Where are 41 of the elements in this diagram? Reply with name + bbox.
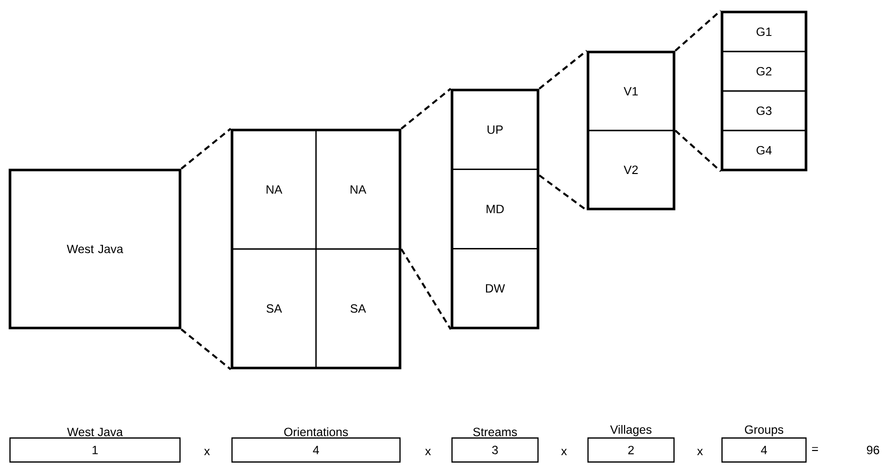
- container-box: [230, 128, 402, 370]
- operator: x: [561, 448, 567, 456]
- cell: G2: [721, 50, 807, 92]
- zoom-line: [538, 174, 588, 212]
- zoom-line: [180, 128, 232, 170]
- cell: SA: [231, 248, 317, 369]
- box-heading: West Java: [67, 428, 123, 436]
- cell: G3: [721, 90, 807, 132]
- box-heading: Groups: [744, 425, 784, 436]
- region-box: West Java: [8, 168, 182, 330]
- operator: x: [204, 448, 210, 456]
- container-box: [450, 88, 540, 330]
- cell: G4: [721, 130, 807, 171]
- box-heading: Streams: [473, 428, 517, 436]
- count-box: 1: [9, 437, 181, 463]
- count-box: 4: [721, 437, 807, 463]
- cell: G1: [721, 11, 807, 52]
- cell: SA: [315, 248, 401, 369]
- cell: MD: [451, 168, 539, 250]
- box-heading: Villages: [610, 425, 652, 436]
- cell: V2: [587, 130, 675, 210]
- operator: x: [697, 448, 703, 456]
- zoom-line: [400, 248, 452, 330]
- container-box: [586, 50, 676, 210]
- cell: DW: [451, 248, 539, 329]
- count-box: 2: [587, 437, 675, 463]
- operator: x: [425, 448, 431, 456]
- cell: NA: [231, 129, 317, 250]
- zoom-line: [674, 10, 722, 52]
- zoom-line: [400, 88, 452, 130]
- box-heading: Orientations: [284, 427, 348, 436]
- operator: 96: [866, 446, 880, 454]
- zoom-line: [180, 328, 232, 370]
- container-box: [720, 10, 808, 172]
- cell: NA: [315, 129, 401, 250]
- cell: UP: [451, 89, 539, 170]
- zoom-line: [538, 50, 588, 90]
- count-box: 3: [451, 437, 539, 463]
- count-box: 4: [231, 437, 401, 463]
- zoom-line: [674, 130, 722, 172]
- cell: V1: [587, 51, 675, 132]
